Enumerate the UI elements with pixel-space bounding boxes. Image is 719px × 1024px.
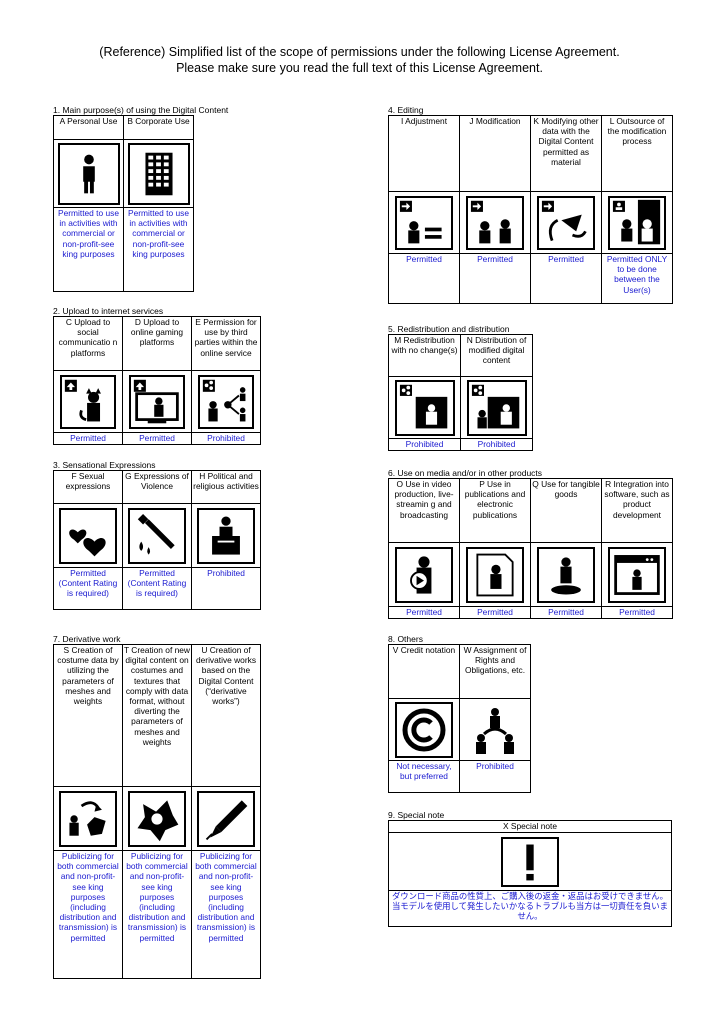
- distribute-modified-icon: [466, 379, 527, 436]
- item-status: Permitted: [601, 606, 673, 619]
- item-name: D Upload to online gaming platforms: [122, 316, 192, 371]
- hearts-icon: [59, 507, 117, 564]
- item-name: V Credit notation: [388, 644, 460, 699]
- item-status: Permitted ONLY to be done between the Us…: [601, 253, 673, 304]
- item-status: Permitted: [530, 253, 602, 304]
- texture-icon: [128, 790, 186, 847]
- item-name: T Creation of new digital content on cos…: [122, 644, 192, 787]
- section-others: 8. Others V Credit notation W Assignment…: [388, 634, 531, 793]
- section-title: 7. Derivative work: [53, 634, 121, 644]
- section-sensational: 3. Sensational Expressions F Sexual expr…: [53, 460, 261, 610]
- section-redistribution: 5. Redistribution and distribution M Red…: [388, 324, 533, 451]
- third-party-share-icon: [198, 374, 254, 429]
- section-main-purpose: 1. Main purpose(s) of using the Digital …: [53, 105, 228, 292]
- item-status: Permitted: [388, 253, 460, 304]
- item-status: Prohibited: [459, 760, 531, 793]
- section-title: 5. Redistribution and distribution: [388, 324, 510, 334]
- item-name: K Modifying other data with the Digital …: [530, 115, 602, 192]
- copyright-icon: [395, 701, 453, 758]
- section-media: 6. Use on media and/or in other products…: [388, 468, 673, 619]
- software-icon: [608, 546, 666, 603]
- section-title: 4. Editing: [388, 105, 424, 115]
- item-name: H Political and religious activities: [191, 470, 261, 504]
- publication-icon: [466, 546, 524, 603]
- item-name: M Redistribution with no change(s): [388, 334, 461, 377]
- item-status: Permitted to use in activities with comm…: [123, 207, 194, 292]
- item-status: Prohibited: [460, 438, 533, 451]
- knife-icon: [128, 507, 186, 564]
- item-status: Permitted: [388, 606, 460, 619]
- item-status: Permitted: [530, 606, 602, 619]
- item-name: W Assignment of Rights and Obligations, …: [459, 644, 531, 699]
- item-status: Not necessary, but preferred: [388, 760, 460, 793]
- special-note-text: ダウンロード商品の性質上、ご購入後の返金・返品はお受けできません。当モデルを使用…: [388, 890, 672, 927]
- item-status: Permitted: [122, 432, 192, 445]
- outsource-icon: [608, 195, 666, 250]
- item-name: S Creation of costume data by utilizing …: [53, 644, 123, 787]
- video-icon: [395, 546, 453, 603]
- section-upload: 2. Upload to internet services C Upload …: [53, 306, 261, 445]
- item-name: L Outsource of the modification process: [601, 115, 673, 192]
- item-name: Q Use for tangible goods: [530, 478, 602, 543]
- item-name: J Modification: [459, 115, 531, 192]
- item-status: Prohibited: [388, 438, 461, 451]
- item-status: Publicizing for both commercial and non-…: [122, 850, 192, 979]
- section-special-note: 9. Special note X Special note ダウンロード商品の…: [388, 810, 672, 927]
- item-name: I Adjustment: [388, 115, 460, 192]
- person-icon: [57, 142, 120, 205]
- item-status: Publicizing for both commercial and non-…: [191, 850, 261, 979]
- section-title: 9. Special note: [388, 810, 445, 820]
- section-title: 8. Others: [388, 634, 423, 644]
- section-title: 1. Main purpose(s) of using the Digital …: [53, 105, 229, 115]
- item-status: Permitted (Content Rating is required): [53, 567, 123, 610]
- item-status: Permitted: [53, 432, 123, 445]
- item-name: E Permission for use by third parties wi…: [191, 316, 261, 371]
- pen-icon: [197, 790, 255, 847]
- item-name: N Distribution of modified digital conte…: [460, 334, 533, 377]
- item-status: Prohibited: [191, 432, 261, 445]
- item-status: Publicizing for both commercial and non-…: [53, 850, 123, 979]
- item-name: O Use in video production, live-streamin…: [388, 478, 460, 543]
- game-upload-icon: [129, 374, 185, 429]
- item-status: Permitted to use in activities with comm…: [53, 207, 124, 292]
- section-title: 2. Upload to internet services: [53, 306, 164, 316]
- header-line-1: (Reference) Simplified list of the scope…: [99, 45, 620, 59]
- podium-icon: [197, 507, 255, 564]
- modify-icon: [466, 195, 524, 250]
- header-line-2: Please make sure you read the full text …: [176, 61, 543, 75]
- item-name: A Personal Use: [53, 115, 124, 140]
- exclamation-icon: [501, 836, 559, 887]
- section-title: 6. Use on media and/or in other products: [388, 468, 543, 478]
- item-name: B Corporate Use: [123, 115, 194, 140]
- assignment-icon: [466, 701, 524, 758]
- item-name: U Creation of derivative works based on …: [191, 644, 261, 787]
- section-editing: 4. Editing I Adjustment J Modification K…: [388, 105, 673, 304]
- item-name: X Special note: [388, 820, 672, 833]
- item-name: G Expressions of Violence: [122, 470, 192, 504]
- item-status: Prohibited: [191, 567, 261, 610]
- building-icon: [127, 142, 190, 205]
- social-upload-icon: [60, 374, 116, 429]
- page-header: (Reference) Simplified list of the scope…: [0, 44, 719, 76]
- material-icon: [537, 195, 595, 250]
- adjust-icon: [395, 195, 453, 250]
- section-derivative: 7. Derivative work S Creation of costume…: [53, 634, 261, 979]
- item-status: Permitted: [459, 606, 531, 619]
- section-title: 3. Sensational Expressions: [53, 460, 156, 470]
- item-name: F Sexual expressions: [53, 470, 123, 504]
- item-name: R Integration into software, such as pro…: [601, 478, 673, 543]
- item-status: Permitted (Content Rating is required): [122, 567, 192, 610]
- costume-icon: [59, 790, 117, 847]
- item-status: Permitted: [459, 253, 531, 304]
- figure-icon: [537, 546, 595, 603]
- item-name: C Upload to social communicatio n platfo…: [53, 316, 123, 371]
- item-name: P Use in publications and electronic pub…: [459, 478, 531, 543]
- redistribute-icon: [394, 379, 455, 436]
